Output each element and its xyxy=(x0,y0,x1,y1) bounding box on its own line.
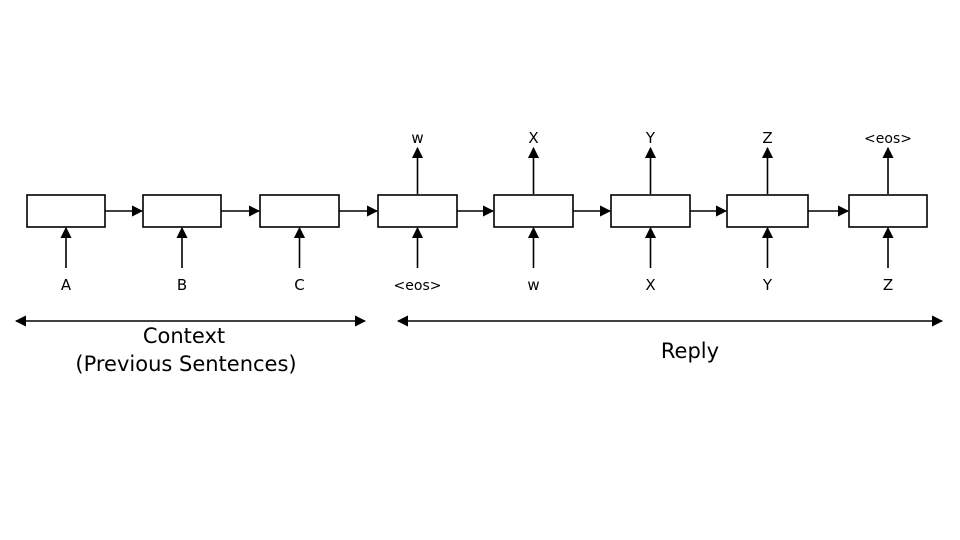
rnn-cell xyxy=(848,194,928,228)
input-token-label: X xyxy=(645,276,655,294)
rnn-cell xyxy=(610,194,691,228)
rnn-cell xyxy=(26,194,106,228)
output-token-label: Y xyxy=(645,129,656,147)
input-token-label: <eos> xyxy=(394,278,442,294)
rnn-cell xyxy=(377,194,458,228)
rnn-cells xyxy=(26,194,928,228)
rnn-cell xyxy=(726,194,809,228)
reply-label: Reply xyxy=(661,339,719,363)
output-token-label: w xyxy=(411,129,423,147)
output-token-label: X xyxy=(528,129,538,147)
input-token-label: A xyxy=(61,276,72,294)
input-token-label: Z xyxy=(883,276,893,294)
output-token-label: <eos> xyxy=(864,131,912,147)
rnn-cell xyxy=(259,194,340,228)
output-token-label: Z xyxy=(762,129,772,147)
context-label: Context xyxy=(143,324,225,348)
rnn-cell xyxy=(493,194,574,228)
input-token-label: w xyxy=(527,276,539,294)
input-token-label: Y xyxy=(762,276,773,294)
input-token-label: C xyxy=(294,276,304,294)
context-sublabel: (Previous Sentences) xyxy=(75,352,296,376)
rnn-cell xyxy=(142,194,222,228)
input-token-label: B xyxy=(177,276,187,294)
